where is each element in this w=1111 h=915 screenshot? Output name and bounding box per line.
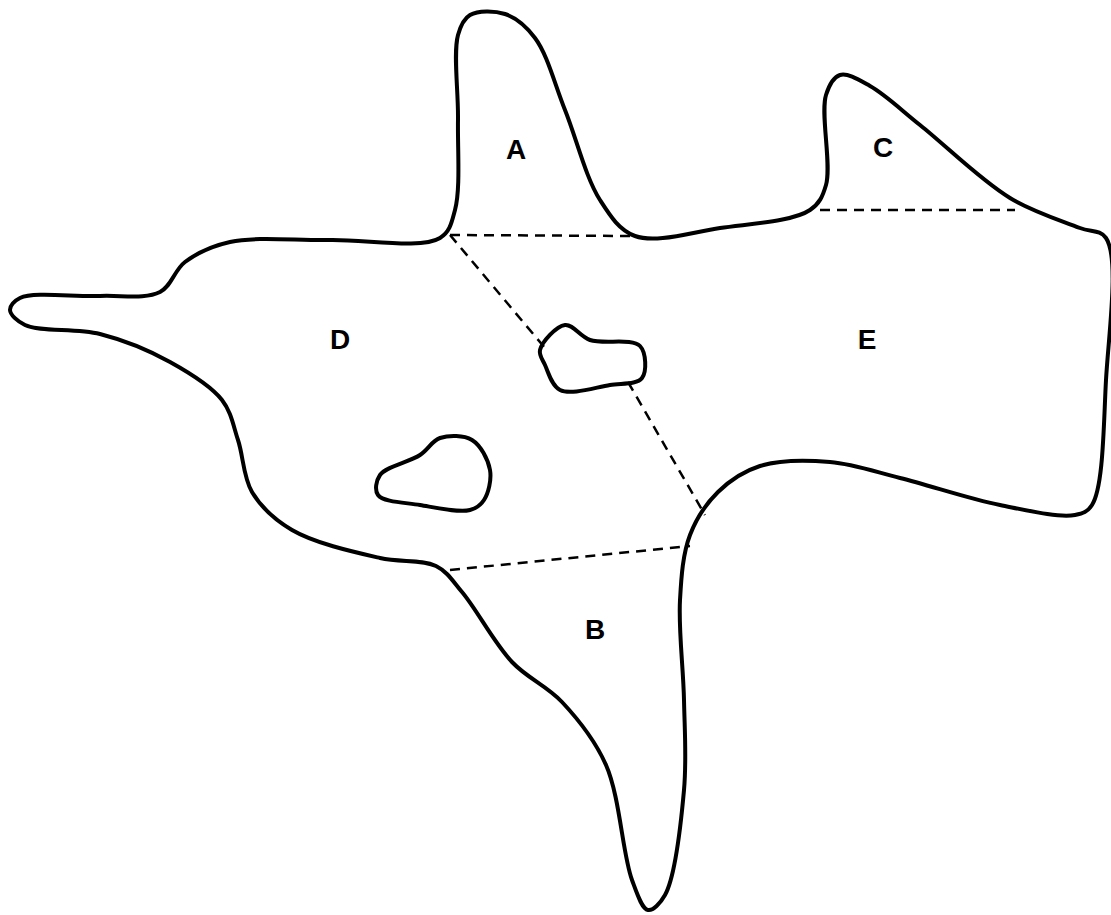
dashed-divider	[450, 235, 545, 348]
hole-outline	[540, 325, 645, 392]
dashed-divider	[450, 235, 635, 236]
dashed-divider	[820, 209, 1015, 212]
dashed-divider	[628, 382, 705, 515]
hole-outline	[376, 436, 490, 511]
region-letter: D	[330, 326, 350, 354]
region-outline	[10, 11, 1111, 910]
region-letter: E	[858, 326, 877, 354]
dashed-divider	[450, 546, 690, 570]
region-letter: A	[506, 136, 526, 164]
region-letter: B	[585, 616, 605, 644]
region-letter: C	[873, 134, 893, 162]
